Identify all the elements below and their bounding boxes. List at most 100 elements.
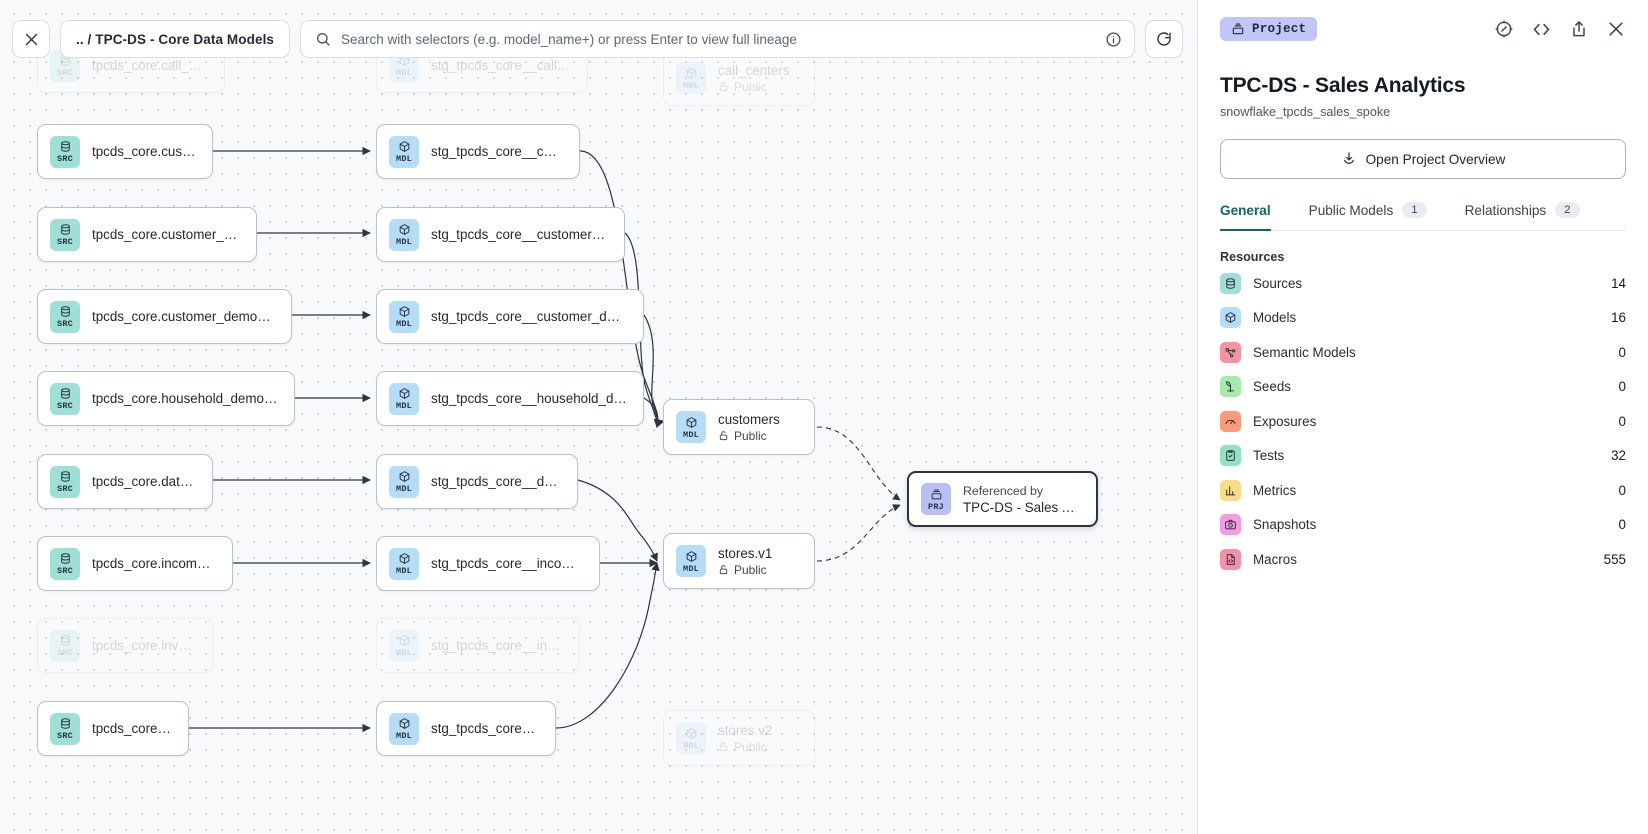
tab-count-badge: 2 bbox=[1555, 202, 1580, 218]
node-title: tpcds_core.call_center bbox=[92, 58, 208, 73]
info-icon[interactable] bbox=[1105, 31, 1122, 48]
node-visibility-label: Public bbox=[734, 562, 767, 577]
node-title: stg_tpcds_core__household_demogr… bbox=[431, 391, 627, 406]
node-title: customers bbox=[718, 411, 780, 427]
close-panel-icon[interactable] bbox=[1606, 19, 1626, 39]
resource-label: Seeds bbox=[1253, 379, 1291, 395]
cube-icon bbox=[685, 66, 698, 81]
graph-node-src_cust_addr[interactable]: SRC tpcds_core.customer_address bbox=[37, 207, 257, 262]
node-kind-label: SRC bbox=[57, 237, 73, 247]
node-kind-label: SRC bbox=[57, 566, 73, 576]
cube-icon bbox=[398, 139, 411, 154]
panel-header-icons bbox=[1494, 19, 1626, 40]
database-icon bbox=[59, 304, 72, 319]
node-kind-badge-mdl: MDL bbox=[389, 382, 419, 415]
cube-icon bbox=[685, 415, 698, 430]
node-kind-badge-mdl: MDL bbox=[389, 547, 419, 580]
cube-icon bbox=[1220, 307, 1241, 329]
breadcrumb: .. / TPC-DS - Core Data Models bbox=[76, 31, 275, 47]
node-title: stores.v2 bbox=[718, 722, 773, 738]
resource-row-seeds[interactable]: Seeds 0 bbox=[1220, 372, 1626, 403]
node-visibility: Public bbox=[718, 563, 772, 577]
canvas-toolbar: .. / TPC-DS - Core Data Models bbox=[12, 20, 1184, 58]
search-input[interactable] bbox=[341, 31, 1096, 47]
node-title: tpcds_core.date_dim bbox=[92, 474, 196, 489]
graph-node-mdl_hh_demo[interactable]: MDL stg_tpcds_core__household_demogr… bbox=[376, 371, 644, 426]
node-kind-badge-src: SRC bbox=[50, 712, 80, 745]
clipboard-check-icon bbox=[1220, 445, 1241, 467]
compass-icon[interactable] bbox=[1494, 19, 1514, 39]
panel-subtitle: snowflake_tpcds_sales_spoke bbox=[1220, 105, 1391, 119]
node-body: tpcds_core.call_center bbox=[92, 58, 208, 73]
breadcrumb-button[interactable]: .. / TPC-DS - Core Data Models bbox=[60, 20, 291, 58]
refresh-button[interactable] bbox=[1145, 20, 1184, 58]
share-icon[interactable] bbox=[1569, 19, 1589, 39]
tab-count-badge: 1 bbox=[1402, 202, 1427, 218]
node-body: tpcds_core.income_band bbox=[92, 556, 216, 571]
graph-node-src_customer[interactable]: SRC tpcds_core.customer bbox=[37, 124, 213, 179]
resource-label: Snapshots bbox=[1253, 517, 1317, 533]
project-chip: Project bbox=[1220, 17, 1318, 41]
close-icon bbox=[25, 33, 37, 45]
node-kind-label: SRC bbox=[57, 484, 73, 494]
code-icon[interactable] bbox=[1531, 19, 1552, 40]
node-body: tpcds_core.customer bbox=[92, 144, 196, 159]
node-title: tpcds_core.customer_address bbox=[92, 227, 240, 242]
node-kind-badge-src: SRC bbox=[50, 135, 80, 168]
close-canvas-button[interactable] bbox=[12, 20, 50, 58]
node-kind-badge-src: SRC bbox=[50, 465, 80, 498]
database-icon bbox=[59, 551, 72, 566]
node-title: stores.v1 bbox=[718, 545, 773, 561]
graph-node-src_date_dim[interactable]: SRC tpcds_core.date_dim bbox=[37, 454, 213, 509]
search-box[interactable] bbox=[300, 20, 1136, 58]
open-project-overview-button[interactable]: Open Project Overview bbox=[1220, 139, 1626, 179]
graph-node-mdl_income_band[interactable]: MDL stg_tpcds_core__income_band bbox=[376, 536, 600, 591]
page-title: TPC-DS - Sales Analytics bbox=[1220, 74, 1466, 97]
lineage-canvas[interactable]: .. / TPC-DS - Core Data Models bbox=[0, 0, 1197, 834]
tab-general[interactable]: General bbox=[1220, 202, 1271, 231]
resource-count: 0 bbox=[1618, 379, 1626, 395]
node-supertitle: Referenced by bbox=[963, 483, 1043, 498]
node-kind-label: SRC bbox=[57, 319, 73, 329]
node-title: stg_tpcds_core__customer bbox=[431, 144, 563, 159]
resource-label: Exposures bbox=[1253, 413, 1317, 429]
lock-icon bbox=[718, 564, 729, 575]
lock-icon bbox=[718, 81, 729, 92]
cube-icon bbox=[398, 222, 411, 237]
node-body: stg_tpcds_core__income_band bbox=[431, 556, 583, 571]
graph-node-src_income_band[interactable]: SRC tpcds_core.income_band bbox=[37, 536, 233, 591]
cube-icon bbox=[398, 53, 411, 68]
node-kind-label: MDL bbox=[396, 68, 412, 78]
graph-icon bbox=[1220, 341, 1241, 363]
panel-header: Project bbox=[1220, 0, 1626, 58]
node-visibility-label: Public bbox=[734, 428, 767, 443]
graph-node-mdl_cust_demo[interactable]: MDLstg_tpcds_core__customer_demogra… bbox=[376, 289, 644, 344]
